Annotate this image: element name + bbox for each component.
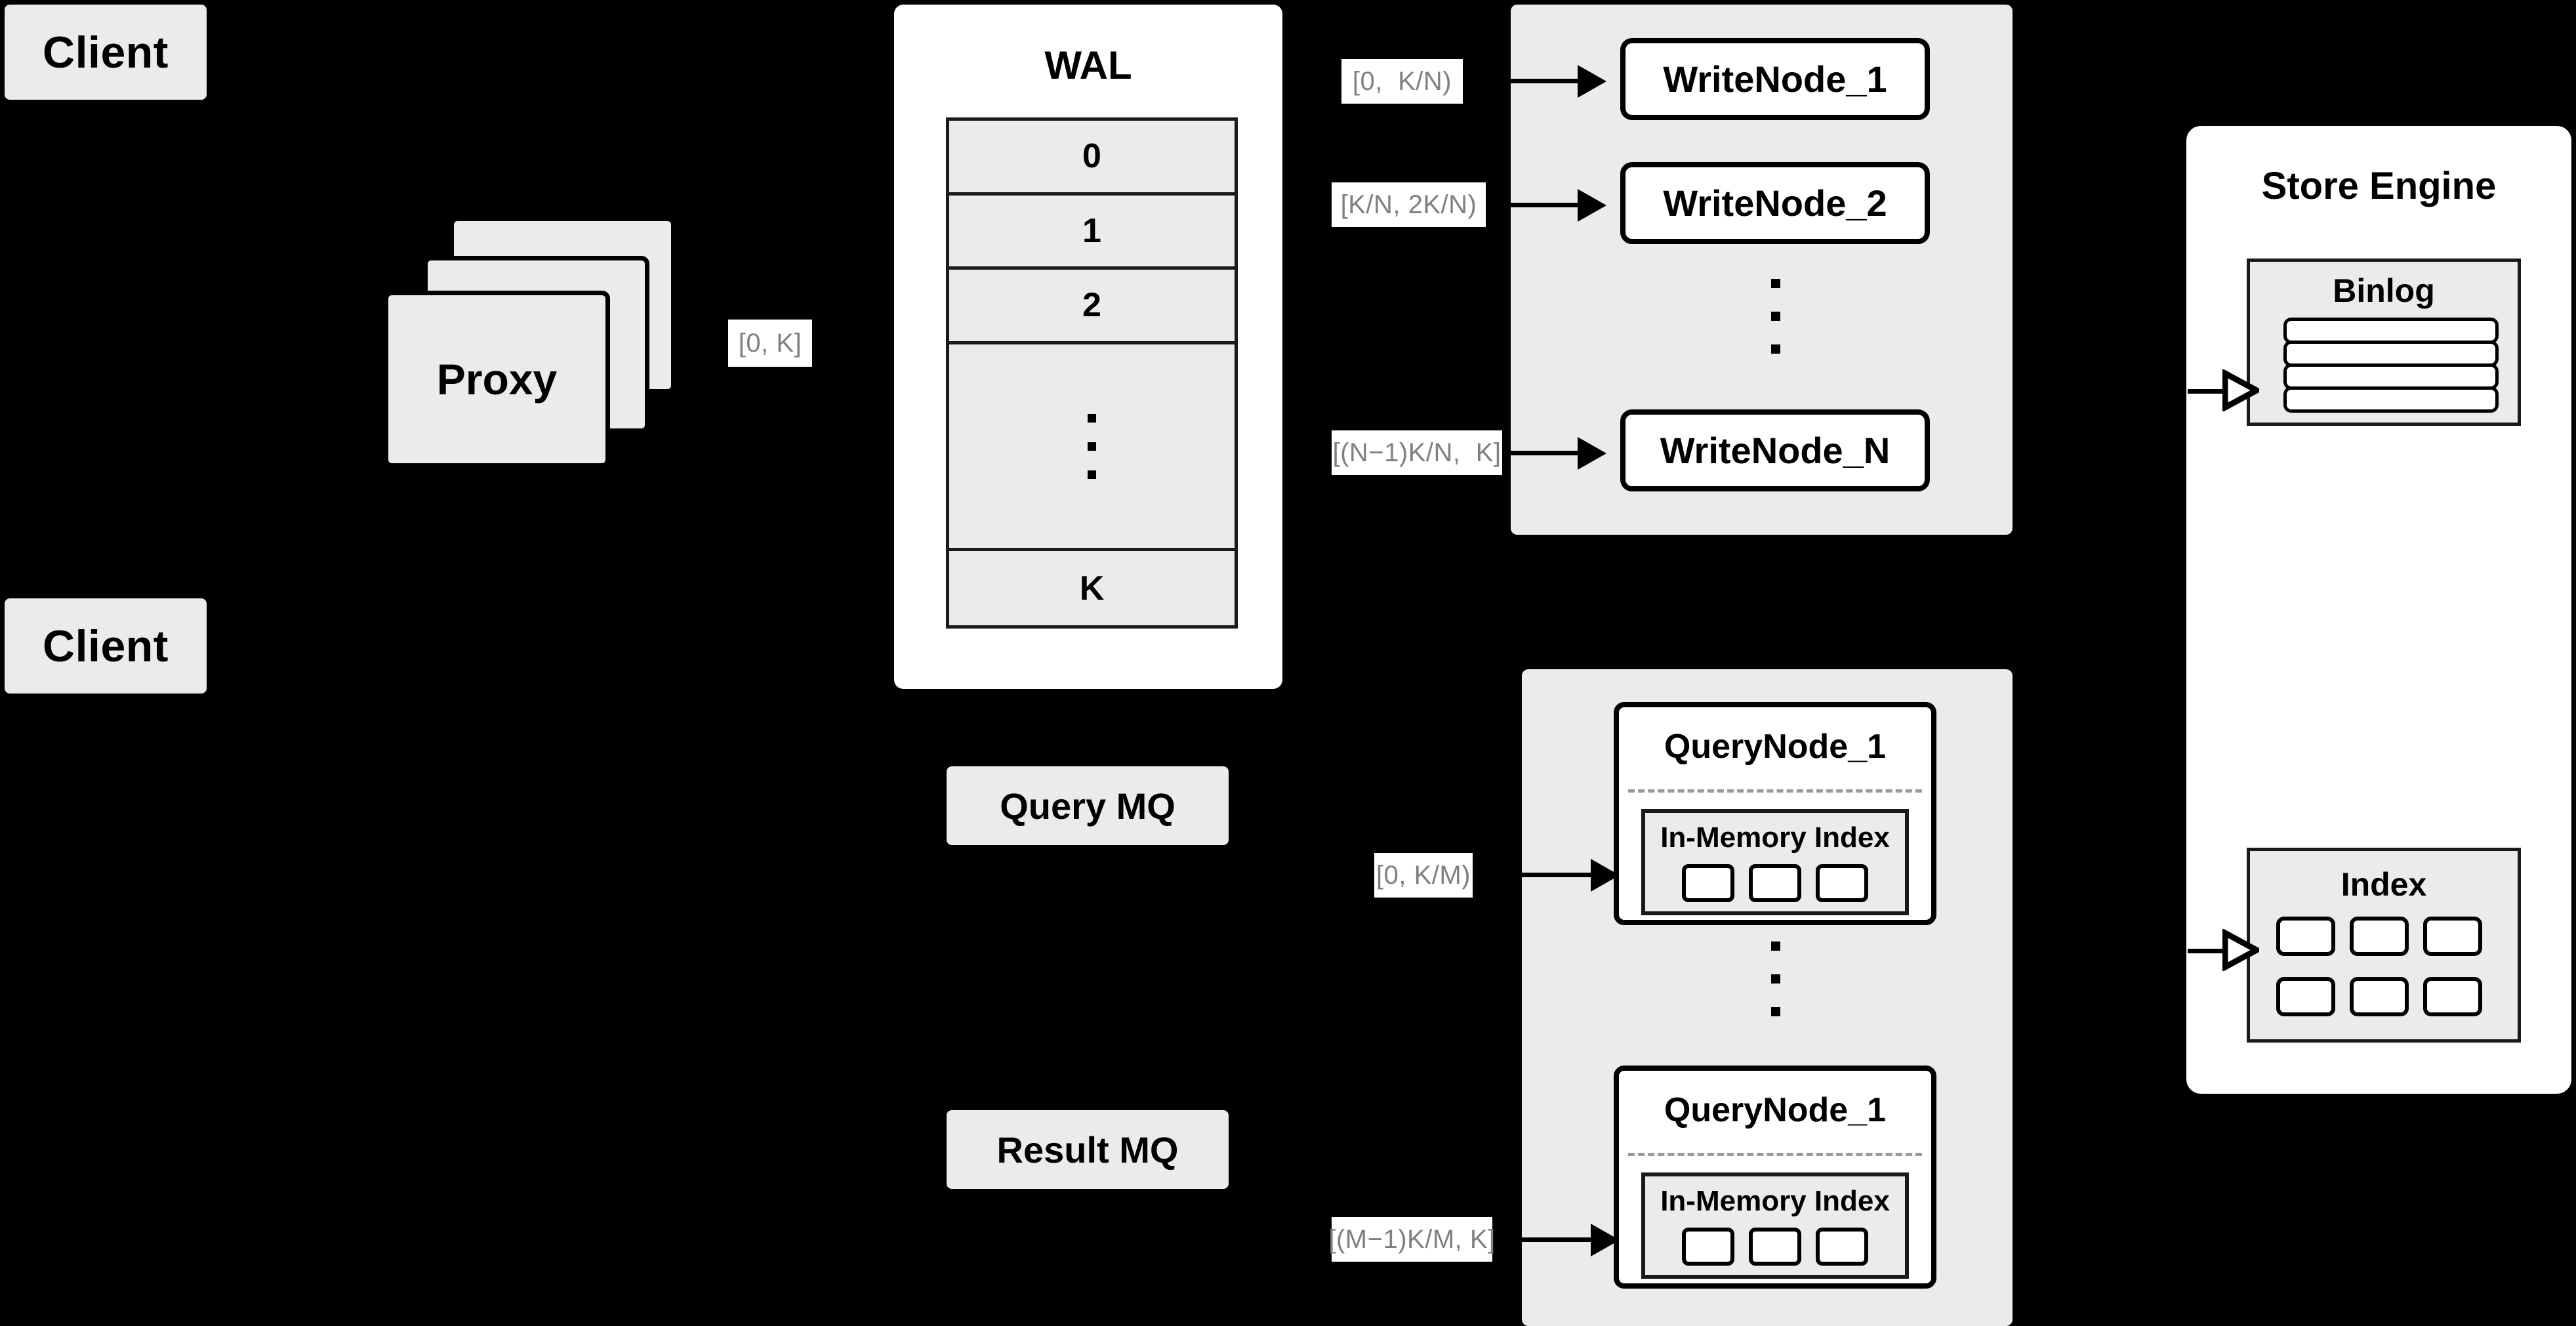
arrow-head-write-node-1 xyxy=(1578,65,1606,98)
arrow-head-write-node-n xyxy=(1578,437,1606,470)
wal-row-k[interactable]: K xyxy=(949,551,1235,625)
binlog-title: Binlog xyxy=(2333,272,2435,309)
index-cell-row xyxy=(2276,917,2498,956)
client-label-2: Client xyxy=(43,621,169,671)
arrow-to-query-node-1 xyxy=(1522,873,1591,877)
ellipsis-dot-icon xyxy=(1771,344,1780,354)
binlog-bar[interactable] xyxy=(2283,386,2499,413)
binlog-bar-stack xyxy=(2283,318,2499,413)
query-node-1-inmemory-index: In-Memory Index xyxy=(1641,809,1909,915)
index-cell[interactable] xyxy=(2276,977,2335,1016)
query-mq-box[interactable]: Query MQ xyxy=(947,766,1229,845)
query-node-m-range-label: [(M−1)K/M, K] xyxy=(1328,1217,1495,1262)
client-box-2[interactable]: Client xyxy=(5,598,207,694)
arrow-to-query-node-m xyxy=(1522,1237,1591,1242)
ellipsis-dot-icon xyxy=(1771,279,1780,288)
proxy-card-front[interactable]: Proxy xyxy=(384,291,610,468)
index-cell[interactable] xyxy=(2423,977,2482,1016)
query-node-1[interactable]: QueryNode_1 In-Memory Index xyxy=(1614,702,1936,925)
write-node-1-range-label: [0, K/N) xyxy=(1341,59,1463,104)
arrow-to-write-node-n xyxy=(1509,451,1578,455)
query-node-1-range-label: [0, K/M) xyxy=(1374,853,1473,898)
wal-title: WAL xyxy=(1044,43,1132,87)
query-node-m-separator xyxy=(1628,1153,1922,1156)
index-cell[interactable] xyxy=(2350,917,2409,956)
result-mq-box[interactable]: Result MQ xyxy=(947,1110,1229,1189)
proxy-range-label: [0, K] xyxy=(728,320,812,367)
wal-table: 0 1 2 K xyxy=(946,117,1238,629)
ellipsis-dot-icon xyxy=(1771,942,1780,951)
write-node-ellipsis xyxy=(1771,279,1780,354)
wal-row-0[interactable]: 0 xyxy=(949,121,1235,196)
index-cell[interactable] xyxy=(2276,917,2335,956)
ellipsis-dot-icon xyxy=(1771,974,1780,984)
binlog-bar[interactable] xyxy=(2283,318,2499,344)
store-engine-title: Store Engine xyxy=(2261,165,2497,207)
ellipsis-dot-icon xyxy=(1088,470,1096,479)
query-node-1-title: QueryNode_1 xyxy=(1664,728,1887,766)
wal-row-ellipsis xyxy=(949,344,1235,552)
query-node-1-inmemory-index-title: In-Memory Index xyxy=(1660,821,1890,854)
write-node-1[interactable]: WriteNode_1 xyxy=(1620,38,1930,120)
wal-row-1[interactable]: 1 xyxy=(949,195,1235,270)
index-title: Index xyxy=(2341,866,2427,903)
index-chip[interactable] xyxy=(1749,1228,1801,1266)
wal-row-2[interactable]: 2 xyxy=(949,270,1235,344)
binlog-panel: Binlog xyxy=(2247,259,2521,426)
proxy-label: Proxy xyxy=(436,355,558,404)
query-node-m[interactable]: QueryNode_1 In-Memory Index xyxy=(1614,1066,1936,1289)
arrow-to-index xyxy=(2188,949,2226,953)
index-chip[interactable] xyxy=(1682,1228,1734,1266)
query-node-1-chip-row xyxy=(1654,864,1896,902)
query-node-m-inmemory-index-title: In-Memory Index xyxy=(1660,1185,1890,1217)
index-chip[interactable] xyxy=(1749,864,1801,902)
ellipsis-dot-icon xyxy=(1771,312,1780,321)
index-cell[interactable] xyxy=(2350,977,2409,1016)
arrow-to-binlog xyxy=(2188,389,2226,394)
ellipsis-dot-icon xyxy=(1088,442,1096,451)
index-cell-row xyxy=(2276,977,2498,1016)
index-chip[interactable] xyxy=(1816,864,1868,902)
index-chip[interactable] xyxy=(1816,1228,1868,1266)
wal-panel: WAL 0 1 2 K xyxy=(894,5,1282,689)
arrow-to-write-node-2 xyxy=(1496,203,1578,207)
write-node-n-range-label: [(N−1)K/N, K] xyxy=(1332,430,1502,475)
arrow-head-write-node-2 xyxy=(1578,189,1606,222)
arrow-to-write-node-1 xyxy=(1473,79,1578,83)
index-cell[interactable] xyxy=(2423,917,2482,956)
query-node-m-title: QueryNode_1 xyxy=(1664,1091,1887,1129)
binlog-bar[interactable] xyxy=(2283,341,2499,367)
ellipsis-dot-icon xyxy=(1088,413,1096,423)
query-node-m-inmemory-index: In-Memory Index xyxy=(1641,1172,1909,1279)
ellipsis-dot-icon xyxy=(1771,1007,1780,1016)
store-engine-panel: Store Engine Binlog Index xyxy=(2186,126,2571,1094)
write-node-2-range-label: [K/N, 2K/N) xyxy=(1332,182,1486,227)
index-chip[interactable] xyxy=(1682,864,1734,902)
query-node-m-chip-row xyxy=(1654,1228,1896,1266)
binlog-bar[interactable] xyxy=(2283,363,2499,390)
client-box-1[interactable]: Client xyxy=(5,5,207,100)
index-panel: Index xyxy=(2247,848,2521,1043)
write-node-2[interactable]: WriteNode_2 xyxy=(1620,162,1930,244)
client-label-1: Client xyxy=(43,27,169,77)
query-node-1-separator xyxy=(1628,789,1922,793)
index-cell-grid xyxy=(2276,917,2498,1016)
query-node-ellipsis xyxy=(1771,942,1780,1016)
write-node-n[interactable]: WriteNode_N xyxy=(1620,409,1930,491)
